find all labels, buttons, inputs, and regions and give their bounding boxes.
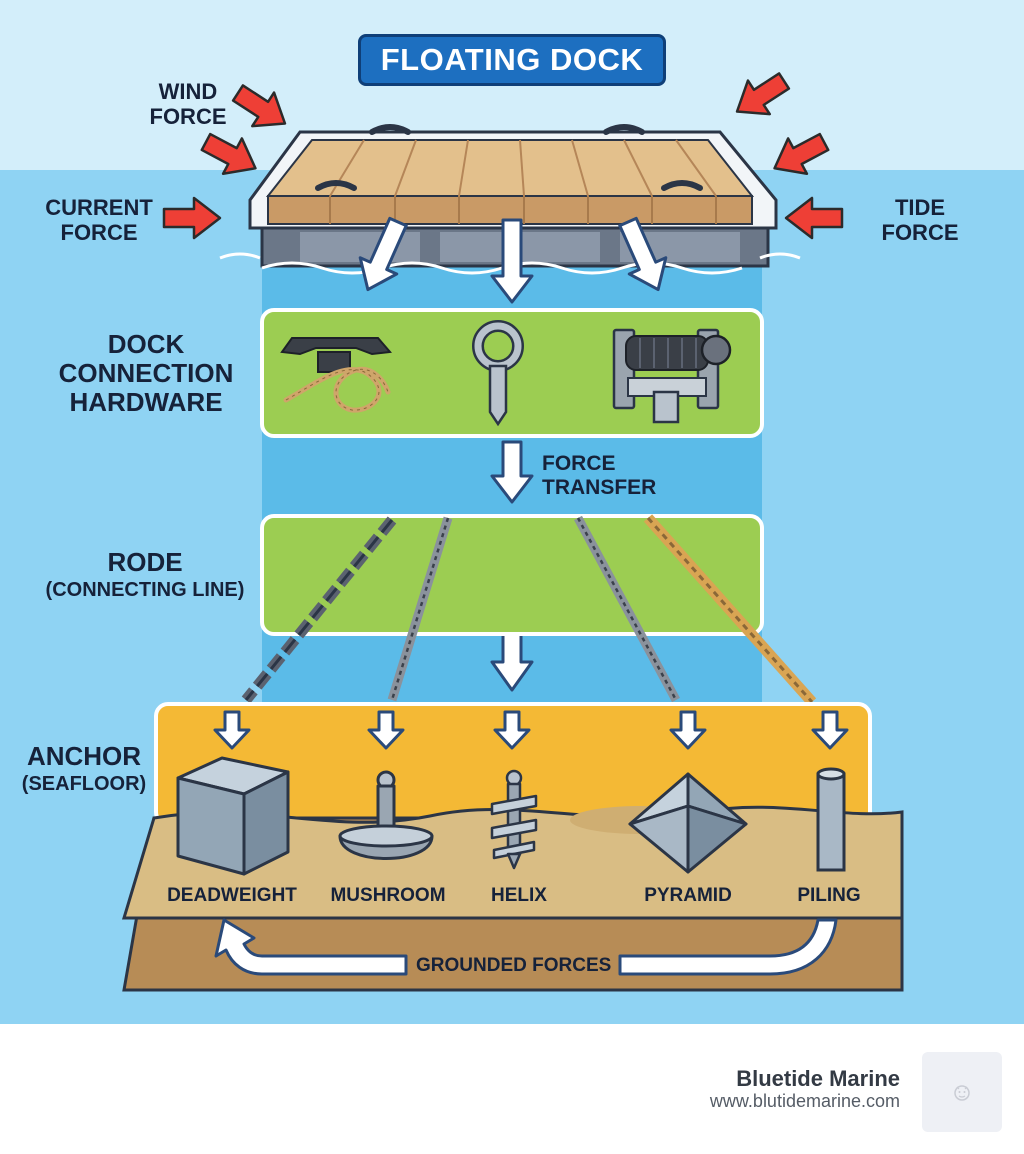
logo-icon (922, 1052, 1002, 1132)
flow-arrow-right (618, 216, 668, 292)
wind-force-label-line-1: WIND (158, 79, 218, 104)
title-banner: FLOATING DOCK (358, 34, 666, 86)
anchor-name-deadweight: DEADWEIGHT (167, 885, 297, 906)
cleat-icon (280, 337, 392, 413)
dock-cleat-1 (369, 124, 411, 135)
dock-cleat-4 (661, 180, 703, 191)
anchor-title: ANCHOR (26, 741, 142, 771)
wind-arrow-3 (735, 72, 791, 116)
anchor-label: ANCHOR (SEAFLOOR) (18, 741, 150, 796)
force-transfer-label-line-1: FORCE (542, 452, 616, 475)
hardware-label-line-3: HARDWARE (69, 387, 223, 418)
tide-force-label-line-1: TIDE (894, 195, 946, 220)
title: FLOATING DOCK (380, 42, 644, 77)
grounded-forces-label: GROUNDED FORCES (416, 955, 612, 976)
force-transfer-label: FORCE TRANSFER (542, 452, 656, 499)
anchor-name-piling: PILING (797, 885, 861, 906)
anchor-name-pyramid: PYRAMID (644, 885, 732, 906)
brand-name: Bluetide Marine (736, 1066, 900, 1091)
wind-arrow-2 (200, 132, 257, 175)
diagram-canvas (0, 0, 1024, 1024)
anchor-arrows (213, 710, 849, 750)
wire-rope-icon (387, 515, 680, 703)
current-force-label: CURRENT FORCE (36, 195, 162, 245)
helix-icon (490, 769, 538, 870)
footer (0, 1024, 1024, 1154)
flow-arrow-left (358, 216, 408, 292)
rode-panel (260, 514, 764, 636)
wind-arrow-4 (773, 132, 830, 175)
wind-force-label-line-2: FORCE (149, 103, 227, 129)
tide-force-label-line-2: FORCE (881, 219, 959, 245)
dock-cleat-3 (315, 180, 357, 191)
rode-subtitle: (CONNECTING LINE) (45, 579, 245, 602)
grounded-arrow-right (618, 918, 838, 976)
current-force-label-line-1: CURRENT (45, 195, 153, 220)
anchor-name-mushroom: MUSHROOM (330, 885, 446, 906)
deadweight-icon (176, 756, 290, 876)
hardware-label: DOCK CONNECTION HARDWARE (48, 329, 244, 418)
eye-bolt-icon (472, 320, 524, 427)
logo-glyph (954, 1085, 970, 1101)
pyramid-icon (628, 772, 748, 874)
current-force-label-line-2: FORCE (60, 219, 138, 245)
wind-force-label: WIND FORCE (140, 79, 236, 129)
piling-icon (816, 767, 846, 872)
rope-icon (643, 514, 817, 706)
grounded-arrows (214, 918, 838, 976)
chain-icon (241, 516, 397, 704)
tide-arrow (784, 196, 844, 240)
rode-label: RODE (CONNECTING LINE) (40, 547, 250, 602)
brand-url[interactable]: www.blutidemarine.com (709, 1091, 900, 1111)
flow-arrow-center (490, 218, 534, 304)
force-arrows (162, 72, 844, 240)
anchor-subtitle: (SEAFLOOR) (21, 773, 147, 796)
anchor-name-helix: HELIX (491, 885, 547, 906)
dock-cleat-2 (603, 124, 645, 135)
mushroom-icon (338, 770, 434, 860)
winch-icon (612, 328, 732, 424)
tide-force-label: TIDE FORCE (866, 195, 974, 245)
hardware-label-line-2: CONNECTION (58, 358, 234, 389)
force-transfer-label-line-2: TRANSFER (542, 475, 657, 499)
force-transfer-arrow (490, 440, 534, 504)
current-arrow (162, 196, 222, 240)
hardware-label-line-1: DOCK (107, 329, 185, 359)
grounded-arrow-left (214, 918, 408, 976)
rode-title: RODE (107, 547, 183, 577)
wind-arrow-1 (231, 84, 287, 128)
